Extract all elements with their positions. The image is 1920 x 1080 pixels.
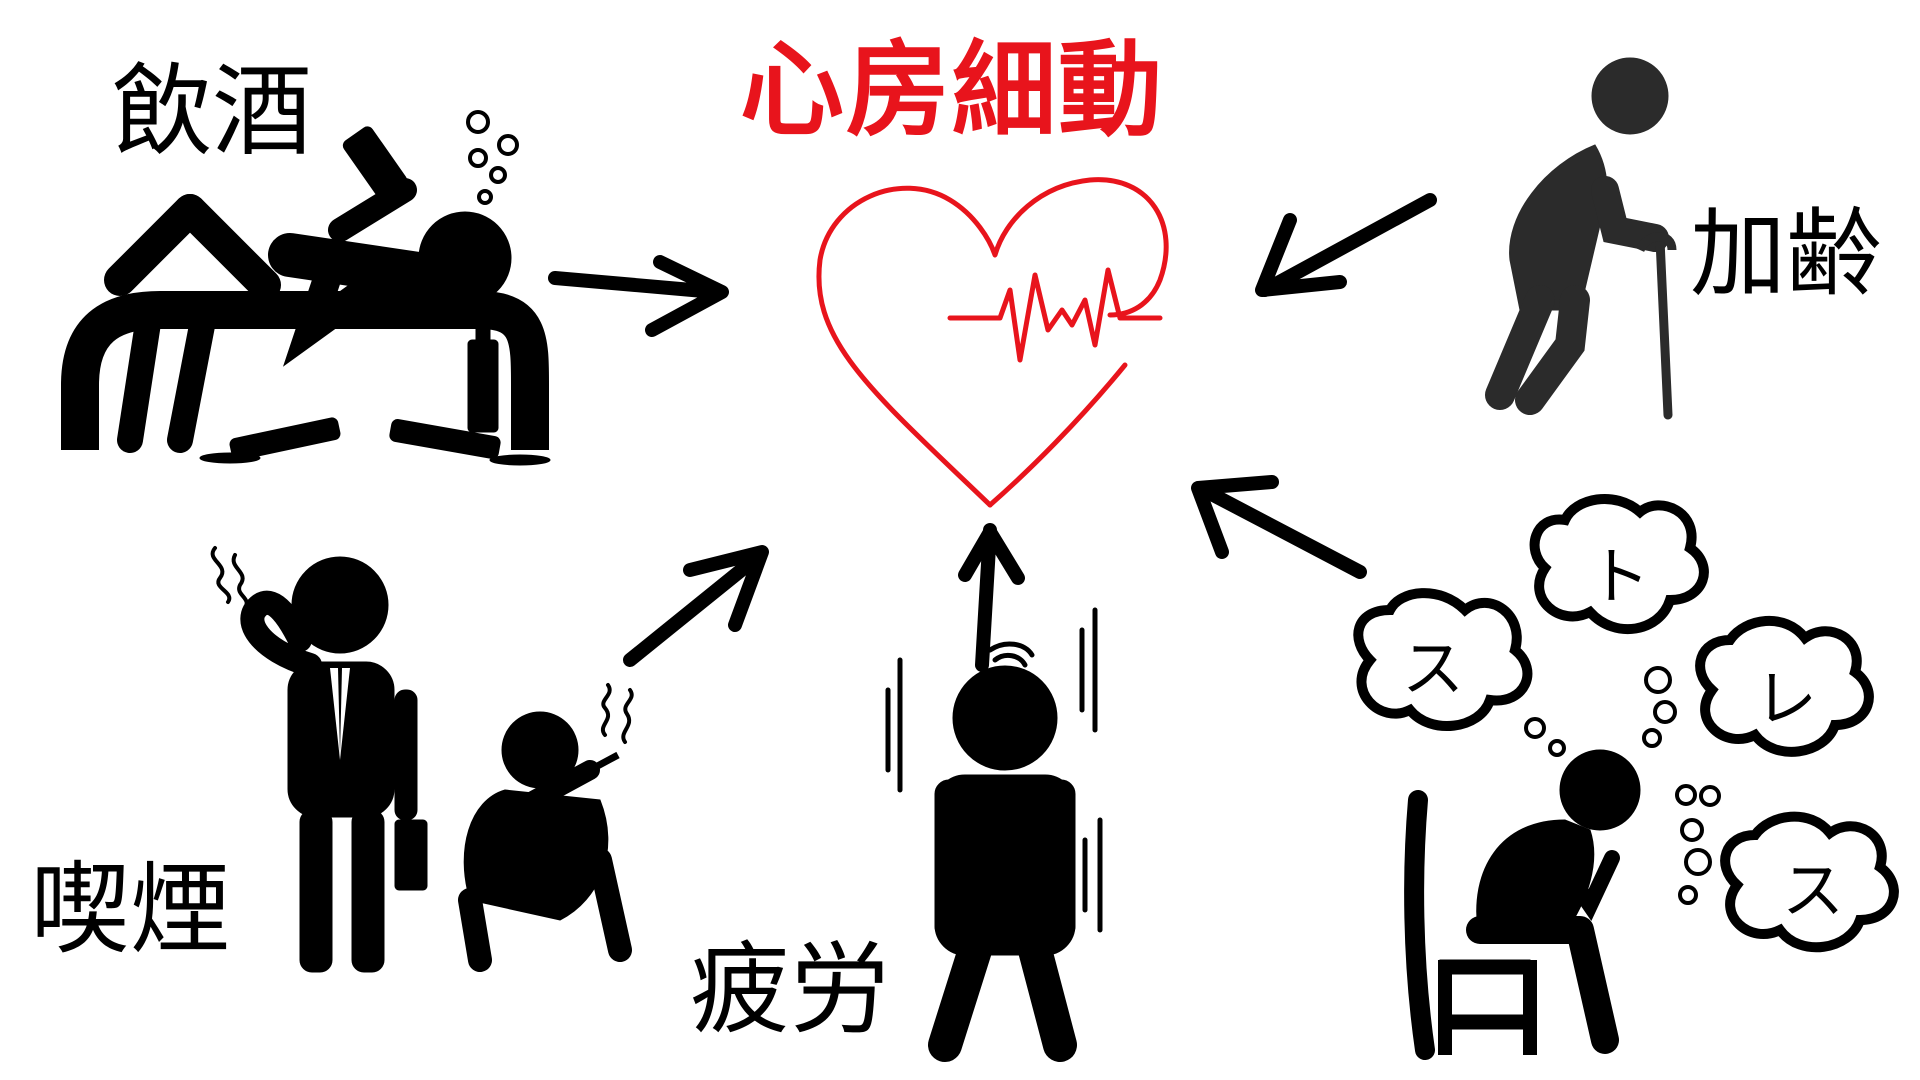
smoking-man-icon: [210, 546, 428, 973]
arrow-aging: [1255, 193, 1437, 297]
thought-bubble-2: [1529, 493, 1709, 634]
stress-char-4: ス: [1782, 854, 1844, 927]
arrow-stress: [1191, 475, 1367, 579]
label-fatigue: 疲労: [690, 931, 890, 1048]
arrow-fatigue: [958, 523, 1025, 672]
thought-bubble-1: [1353, 588, 1533, 731]
thought-bubble-3: [1695, 616, 1874, 757]
stress-char-1: ス: [1402, 632, 1464, 705]
arrow-smoking: [623, 545, 769, 667]
page-title: 心房細動: [740, 29, 1165, 151]
drunk-person-icon: [61, 110, 551, 466]
crouching-smoker-icon: [458, 683, 634, 972]
stress-char-3: レ: [1755, 662, 1817, 735]
stress-char-2: ト: [1588, 540, 1650, 613]
label-aging: 加齢: [1690, 198, 1882, 310]
stressed-person-icon: ス ト レ ス: [1353, 493, 1899, 1060]
elderly-person-icon: [1485, 57, 1677, 420]
label-smoking: 喫煙: [30, 851, 230, 968]
thought-bubble-4: [1720, 811, 1899, 953]
arrow-drinking: [548, 255, 729, 337]
label-drinking: 飲酒: [112, 53, 312, 170]
heart-ecg-icon: [816, 177, 1169, 508]
tired-person-icon: [885, 607, 1103, 1062]
